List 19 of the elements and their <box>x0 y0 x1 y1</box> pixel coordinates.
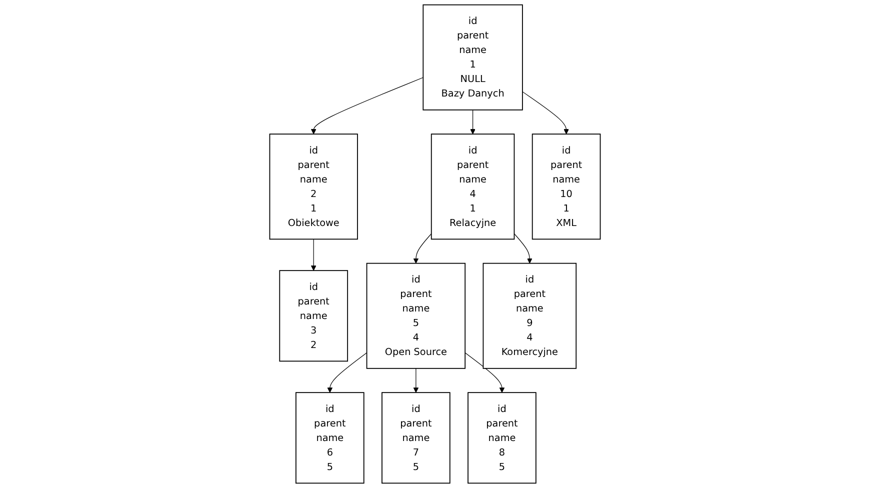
arrow <box>514 233 532 264</box>
node-box: id parent name 2 1 Obiektowe <box>269 134 358 240</box>
node-box: id parent name 10 1 XML <box>532 134 601 240</box>
node-box: id parent name 1 NULL Bazy Danych <box>422 4 523 110</box>
node-box: id parent name 9 4 Komercyjne <box>482 262 577 369</box>
arrow <box>327 352 368 393</box>
node-box: id parent name 6 5 <box>296 392 364 484</box>
node-box: id parent name 8 5 <box>468 392 536 484</box>
node-box: id parent name 4 1 Relacyjne <box>430 134 515 240</box>
arrow <box>310 238 316 271</box>
node-box: id parent name 5 4 Open Source <box>366 262 466 369</box>
node-box: id parent name 3 2 <box>279 270 348 362</box>
arrow <box>413 233 432 264</box>
arrow <box>464 352 505 393</box>
arrow <box>310 77 424 134</box>
arrow <box>470 110 476 134</box>
node-box: id parent name 7 5 <box>382 392 450 484</box>
arrow <box>522 91 569 134</box>
arrow <box>413 368 419 393</box>
